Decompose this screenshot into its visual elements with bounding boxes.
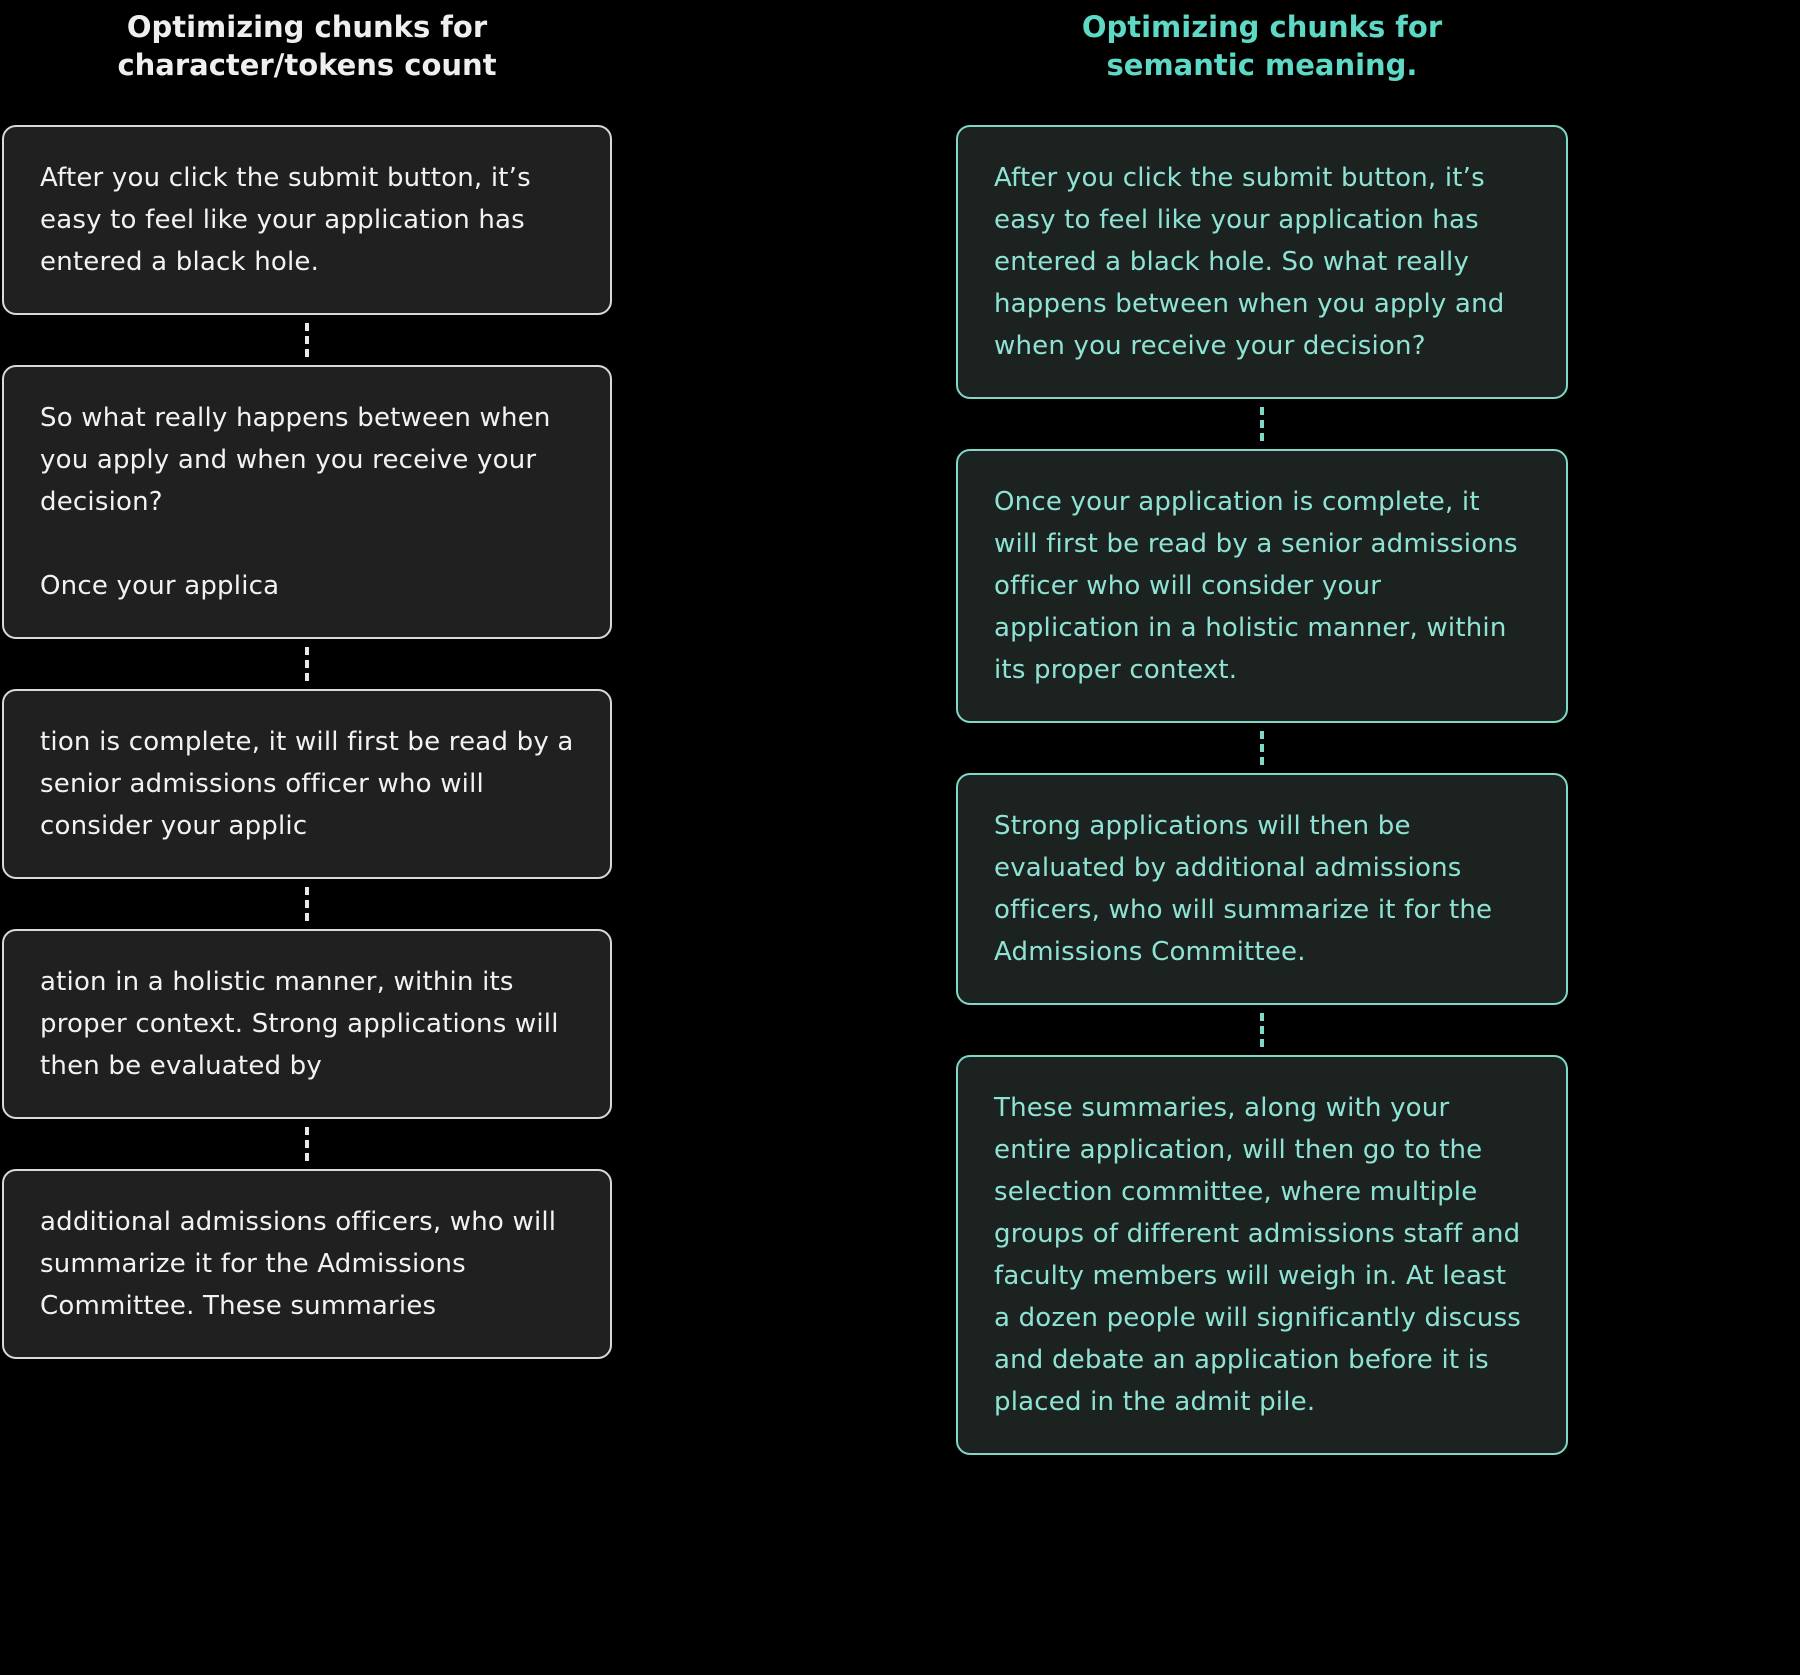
semantic-chunking-column: Optimizing chunks for semantic meaning. … — [956, 0, 1568, 1455]
chunk-text: Once your application is complete, it wi… — [994, 486, 1518, 685]
dashed-connector — [305, 646, 309, 681]
chunk-text: These summaries, along with your entire … — [994, 1092, 1522, 1417]
right-chunk-box-2: Once your application is complete, it wi… — [956, 448, 1568, 723]
dashed-connector — [305, 322, 309, 357]
dashed-connector — [1260, 406, 1264, 441]
left-column-heading: Optimizing chunks for character/tokens c… — [117, 10, 497, 83]
chunk-text: tion is complete, it will first be read … — [40, 726, 574, 841]
left-chunk-box-1: After you click the submit button, it’s … — [2, 124, 612, 315]
chunk-text: Strong applications will then be evaluat… — [994, 810, 1493, 967]
right-column-heading: Optimizing chunks for semantic meaning. — [1081, 10, 1443, 83]
left-chunk-box-4: ation in a holistic manner, within its p… — [2, 928, 612, 1119]
chunk-text: After you click the submit button, it’s … — [40, 162, 531, 277]
chunk-text: After you click the submit button, it’s … — [994, 162, 1505, 361]
left-chunk-box-3: tion is complete, it will first be read … — [2, 688, 612, 879]
right-chunk-box-1: After you click the submit button, it’s … — [956, 124, 1568, 399]
chunk-text: ation in a holistic manner, within its p… — [40, 966, 559, 1081]
dashed-connector — [1260, 730, 1264, 765]
left-chunk-box-2: So what really happens between when you … — [2, 364, 612, 639]
right-chunk-box-3: Strong applications will then be evaluat… — [956, 772, 1568, 1005]
chunk-text: So what really happens between when you … — [40, 402, 551, 601]
right-chunk-box-4: These summaries, along with your entire … — [956, 1054, 1568, 1455]
dashed-connector — [305, 886, 309, 921]
left-chunk-box-5: additional admissions officers, who will… — [2, 1168, 612, 1359]
dashed-connector — [1260, 1012, 1264, 1047]
dashed-connector — [305, 1126, 309, 1161]
chunk-text: additional admissions officers, who will… — [40, 1206, 557, 1321]
character-chunking-column: Optimizing chunks for character/tokens c… — [2, 0, 612, 1359]
